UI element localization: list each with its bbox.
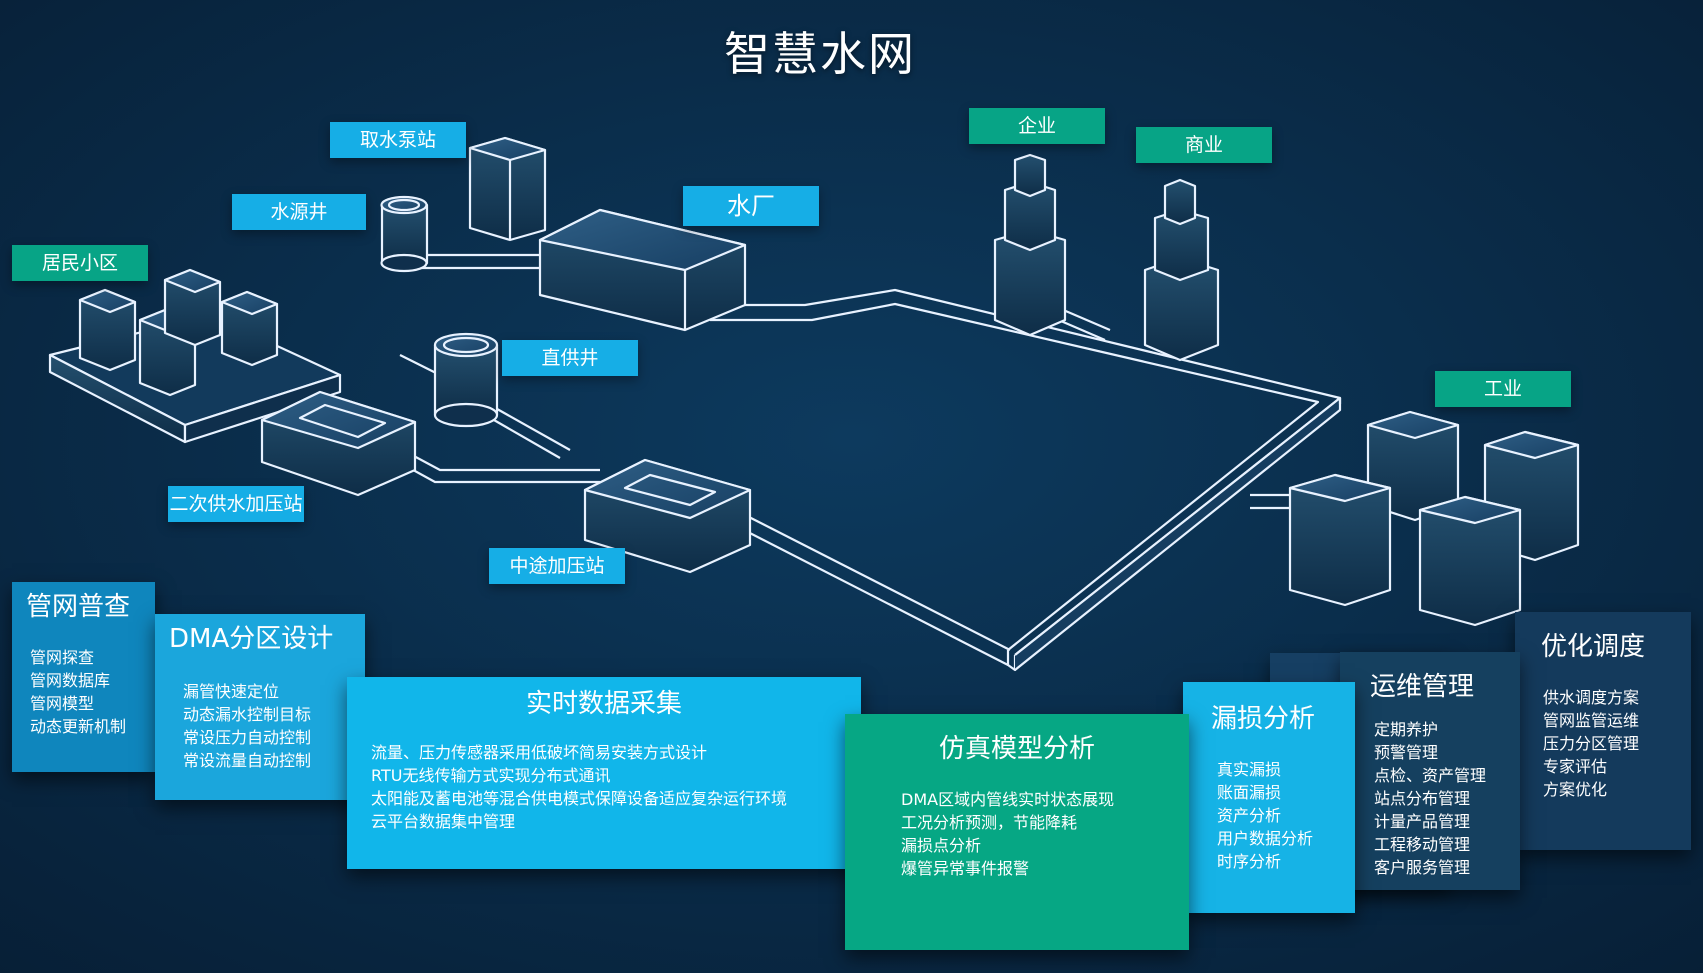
label-residential-area: 居民小区 (12, 245, 148, 281)
list-item: 定期养护 (1374, 720, 1439, 739)
list-item: 供水调度方案 (1543, 688, 1640, 707)
list-item: 账面漏损 (1217, 783, 1282, 802)
list-item: 管网模型 (30, 694, 95, 713)
page-title: 智慧水网 (724, 27, 916, 81)
list-item: 压力分区管理 (1543, 734, 1640, 753)
card-optimized-dispatch-title: 优化调度 (1541, 632, 1646, 662)
commercial-tower (1143, 178, 1220, 362)
card-simulation-analysis-title: 仿真模型分析 (938, 734, 1095, 764)
midway-pressure-station (583, 458, 752, 574)
list-item: 真实漏损 (1217, 760, 1282, 779)
card-realtime-data-title: 实时数据采集 (525, 689, 682, 719)
label-midway-pressure-station: 中途加压站 (489, 548, 625, 584)
list-item: 点检、资产管理 (1374, 766, 1487, 785)
list-item: 管网探查 (30, 648, 95, 667)
secondary-pressure-station (260, 390, 417, 497)
main-pipe-loop (710, 288, 1342, 672)
list-item: 动态漏水控制目标 (183, 705, 312, 724)
list-item: 常设压力自动控制 (183, 728, 312, 747)
list-item: 计量产品管理 (1374, 812, 1471, 831)
list-item: 爆管异常事件报警 (901, 859, 1030, 878)
list-item: 方案优化 (1543, 780, 1608, 799)
card-leakage-analysis-title: 漏损分析 (1211, 704, 1316, 734)
list-item: 动态更新机制 (30, 717, 127, 736)
label-intake-pump-station: 取水泵站 (330, 122, 466, 158)
card-pipe-survey: 管网普查 管网探查 管网数据库 管网模型 动态更新机制 (12, 582, 155, 772)
label-commercial: 商业 (1136, 127, 1272, 163)
list-item: 站点分布管理 (1374, 789, 1471, 808)
list-item: 管网监管运维 (1543, 711, 1640, 730)
card-optimized-dispatch: 优化调度 供水调度方案 管网监管运维 压力分区管理 专家评估 方案优化 (1515, 612, 1691, 850)
list-item: 预警管理 (1374, 743, 1439, 762)
card-simulation-analysis: 仿真模型分析 DMA区域内管线实时状态展现 工况分析预测，节能降耗 漏损点分析 … (845, 714, 1189, 950)
card-operations-title: 运维管理 (1370, 672, 1475, 702)
residential-towers (78, 268, 279, 397)
label-enterprise: 企业 (969, 108, 1105, 144)
list-item: 云平台数据集中管理 (371, 812, 516, 831)
list-item: 管网数据库 (30, 671, 111, 690)
list-item: 太阳能及蓄电池等混合供电模式保障设备适应复杂运行环境 (371, 789, 788, 808)
direct-supply-tank (433, 332, 499, 428)
label-direct-supply-well: 直供井 (502, 340, 638, 376)
label-secondary-pressure-station: 二次供水加压站 (168, 486, 304, 522)
label-source-well: 水源井 (232, 194, 366, 230)
enterprise-tower (993, 153, 1067, 337)
industry-buildings (1288, 410, 1580, 627)
water-plant-building (538, 208, 747, 332)
card-pipe-survey-title: 管网普查 (26, 592, 131, 622)
list-item: 工程移动管理 (1374, 835, 1471, 854)
card-leakage-analysis: 漏损分析 真实漏损 账面漏损 资产分析 用户数据分析 时序分析 (1183, 682, 1355, 913)
card-dma-design-title: DMA分区设计 (169, 624, 334, 654)
list-item: 资产分析 (1217, 806, 1282, 825)
card-dma-design: DMA分区设计 漏管快速定位 动态漏水控制目标 常设压力自动控制 常设流量自动控… (155, 614, 365, 800)
list-item: 流量、压力传感器采用低破坏简易安装方式设计 (371, 743, 708, 762)
card-realtime-data: 实时数据采集 流量、压力传感器采用低破坏简易安装方式设计 RTU无线传输方式实现… (347, 677, 861, 869)
list-item: 时序分析 (1217, 852, 1282, 871)
list-item: 客户服务管理 (1374, 858, 1471, 877)
list-item: 常设流量自动控制 (183, 751, 312, 770)
label-water-plant: 水厂 (683, 186, 819, 226)
pump-station-building (468, 136, 547, 242)
list-item: 工况分析预测，节能降耗 (901, 813, 1078, 832)
list-item: 专家评估 (1543, 757, 1608, 776)
list-item: 用户数据分析 (1217, 829, 1314, 848)
label-industry: 工业 (1435, 371, 1571, 407)
list-item: RTU无线传输方式实现分布式通讯 (371, 766, 611, 785)
list-item: 漏损点分析 (901, 836, 982, 855)
card-operations: 运维管理 定期养护 预警管理 点检、资产管理 站点分布管理 计量产品管理 工程移… (1340, 652, 1520, 890)
source-well-tank (380, 195, 429, 273)
list-item: DMA区域内管线实时状态展现 (901, 790, 1115, 809)
list-item: 漏管快速定位 (183, 682, 280, 701)
